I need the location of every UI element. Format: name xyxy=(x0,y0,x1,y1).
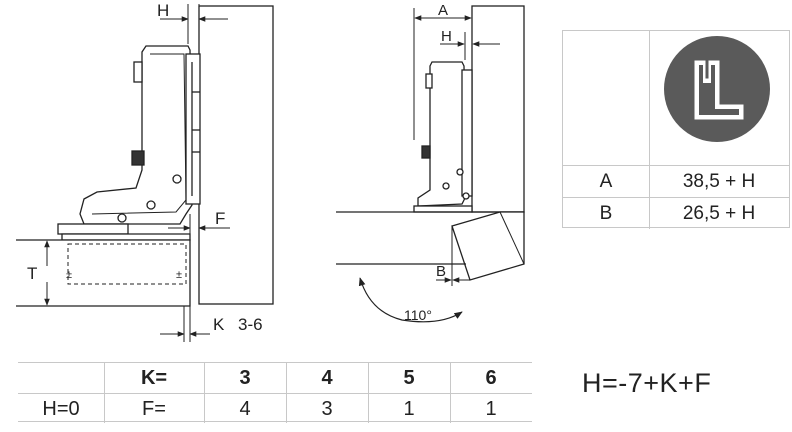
kf-header-cell: 6 xyxy=(485,366,497,389)
kf-value-cell: F= xyxy=(142,397,166,420)
left-hinge-diagram: ± ± xyxy=(16,4,274,342)
kf-header-cell: 4 xyxy=(321,366,333,389)
kf-header-cell: 3 xyxy=(239,366,251,389)
opening-angle-diagram xyxy=(336,5,525,323)
k-range-label: 3-6 xyxy=(238,315,263,334)
f-dimension-label: F xyxy=(215,209,225,228)
kf-value-cell: H=0 xyxy=(42,397,80,420)
kf-value-cell: 4 xyxy=(239,397,251,420)
kf-value-cell: 1 xyxy=(485,397,497,420)
kf-value-row: H=0 F= 4 3 1 1 xyxy=(18,393,532,424)
kf-header-cell: K= xyxy=(140,366,168,389)
hinge-cup-plate xyxy=(185,53,201,205)
dimension-table: A 38,5 + H B 26,5 + H xyxy=(562,30,790,229)
t-dimension-label: T xyxy=(27,264,37,283)
opened-door xyxy=(451,211,525,281)
door-panel xyxy=(16,239,191,307)
dimension-row-b: B 26,5 + H xyxy=(563,197,789,229)
cabinet-side-panel xyxy=(198,5,274,305)
a-dimension-label: A xyxy=(438,2,448,19)
h-dimension-label-2: H xyxy=(441,28,452,45)
kf-value-cell: 3 xyxy=(321,397,333,420)
mounting-plate xyxy=(57,223,129,235)
opening-angle-arc xyxy=(358,277,463,323)
dimension-row-a: A 38,5 + H xyxy=(563,165,789,198)
dimension-label-a: A xyxy=(563,166,650,198)
svg-text:±: ± xyxy=(66,269,72,281)
cabinet-side-panel-2 xyxy=(471,5,525,213)
angle-label: 110° xyxy=(404,307,432,323)
k-dimension-label: K xyxy=(213,315,225,334)
kf-header-cell: 5 xyxy=(403,366,415,389)
dimension-value-b: 26,5 + H xyxy=(682,202,756,224)
dimension-label-b: B xyxy=(563,198,650,229)
kf-value-cell: 1 xyxy=(403,397,415,420)
dimension-value-a: 38,5 + H xyxy=(682,171,756,192)
h-dimension-label: H xyxy=(157,1,169,20)
kf-table: K= 3 4 5 6 H=0 F= 4 3 1 1 xyxy=(18,362,532,424)
kf-header-cell xyxy=(18,363,104,393)
inset-hinge-icon xyxy=(664,36,770,142)
b-dimension-label: B xyxy=(436,263,446,280)
svg-text:±: ± xyxy=(176,269,182,281)
hinge-arm-outline-2 xyxy=(417,61,467,207)
kf-header-row: K= 3 4 5 6 xyxy=(18,363,532,393)
formula-text: H=-7+K+F xyxy=(582,368,712,398)
